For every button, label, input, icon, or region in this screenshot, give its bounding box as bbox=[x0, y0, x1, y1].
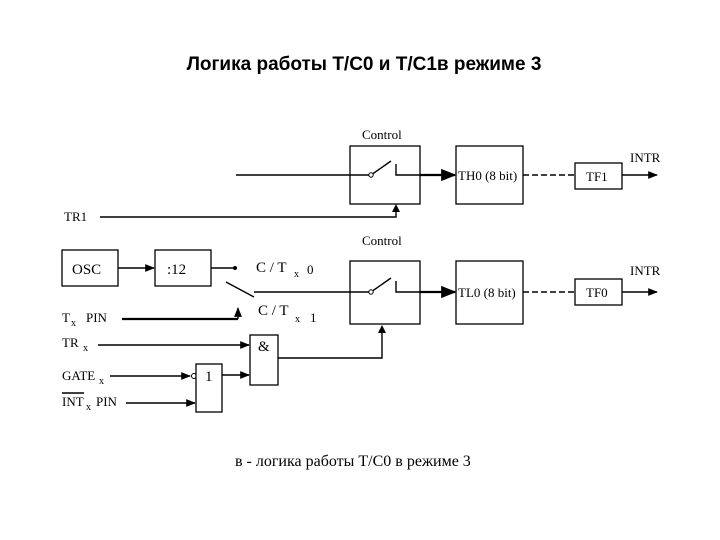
and-gate-label: & bbox=[258, 339, 270, 355]
gatex-sub: x bbox=[99, 376, 104, 387]
intx-label: INT bbox=[62, 394, 84, 409]
wire-and-control bbox=[278, 328, 383, 359]
page-title: Логика работы Т/С0 и Т/С1в режиме 3 bbox=[187, 54, 542, 75]
control-label-top: Control bbox=[362, 127, 402, 142]
intx-sub: x bbox=[86, 402, 91, 413]
gatex-label: GATE bbox=[62, 368, 95, 383]
ct-sub-1: x bbox=[295, 314, 300, 325]
tr1-label: TR1 bbox=[64, 209, 87, 224]
tl0-register bbox=[455, 260, 524, 325]
tx-pin-label: T bbox=[62, 310, 70, 325]
or-gate-label: 1 bbox=[205, 369, 213, 385]
switch-contact-bottom bbox=[368, 289, 374, 295]
control-block-top: Control bbox=[349, 127, 421, 205]
tf0-flag bbox=[574, 278, 623, 306]
and-gate bbox=[249, 334, 279, 386]
control-label-bottom: Control bbox=[362, 233, 402, 248]
figure-caption: в - логика работы T/C0 в режиме 3 bbox=[235, 453, 471, 470]
osc-label: OSC bbox=[72, 262, 101, 278]
intr-label-bottom: INTR bbox=[630, 263, 661, 278]
tf1-label: TF1 bbox=[586, 169, 608, 184]
ct-sub-0: x bbox=[294, 269, 299, 280]
ct-value-1: 1 bbox=[310, 310, 317, 325]
control-block-bottom: Control bbox=[349, 233, 421, 325]
switch-lever-bottom bbox=[370, 277, 392, 293]
or-gate bbox=[195, 363, 223, 413]
div12-label: :12 bbox=[167, 262, 186, 278]
ct-label-1: C / T bbox=[258, 303, 289, 319]
tx-pin-word: PIN bbox=[86, 310, 108, 325]
ct-label-0: C / T bbox=[256, 260, 287, 276]
wire-tr1 bbox=[100, 206, 397, 218]
trx-sub: x bbox=[83, 343, 88, 354]
switch-lever-top bbox=[370, 160, 392, 176]
mux-lever bbox=[225, 281, 255, 298]
trx-label: TR bbox=[62, 335, 79, 350]
intx-pin-word: PIN bbox=[96, 394, 118, 409]
mux-contact-0 bbox=[233, 266, 237, 270]
tf0-label: TF0 bbox=[586, 285, 608, 300]
ct-value-0: 0 bbox=[307, 262, 314, 277]
div12-block bbox=[154, 249, 212, 287]
intr-label-top: INTR bbox=[630, 150, 661, 165]
tx-pin-sub: x bbox=[71, 318, 76, 329]
switch-contact-top bbox=[368, 172, 374, 178]
th0-label: TH0 (8 bit) bbox=[458, 168, 517, 183]
tf1-flag bbox=[574, 162, 623, 190]
th0-register bbox=[455, 145, 524, 205]
tl0-label: TL0 (8 bit) bbox=[458, 285, 516, 300]
